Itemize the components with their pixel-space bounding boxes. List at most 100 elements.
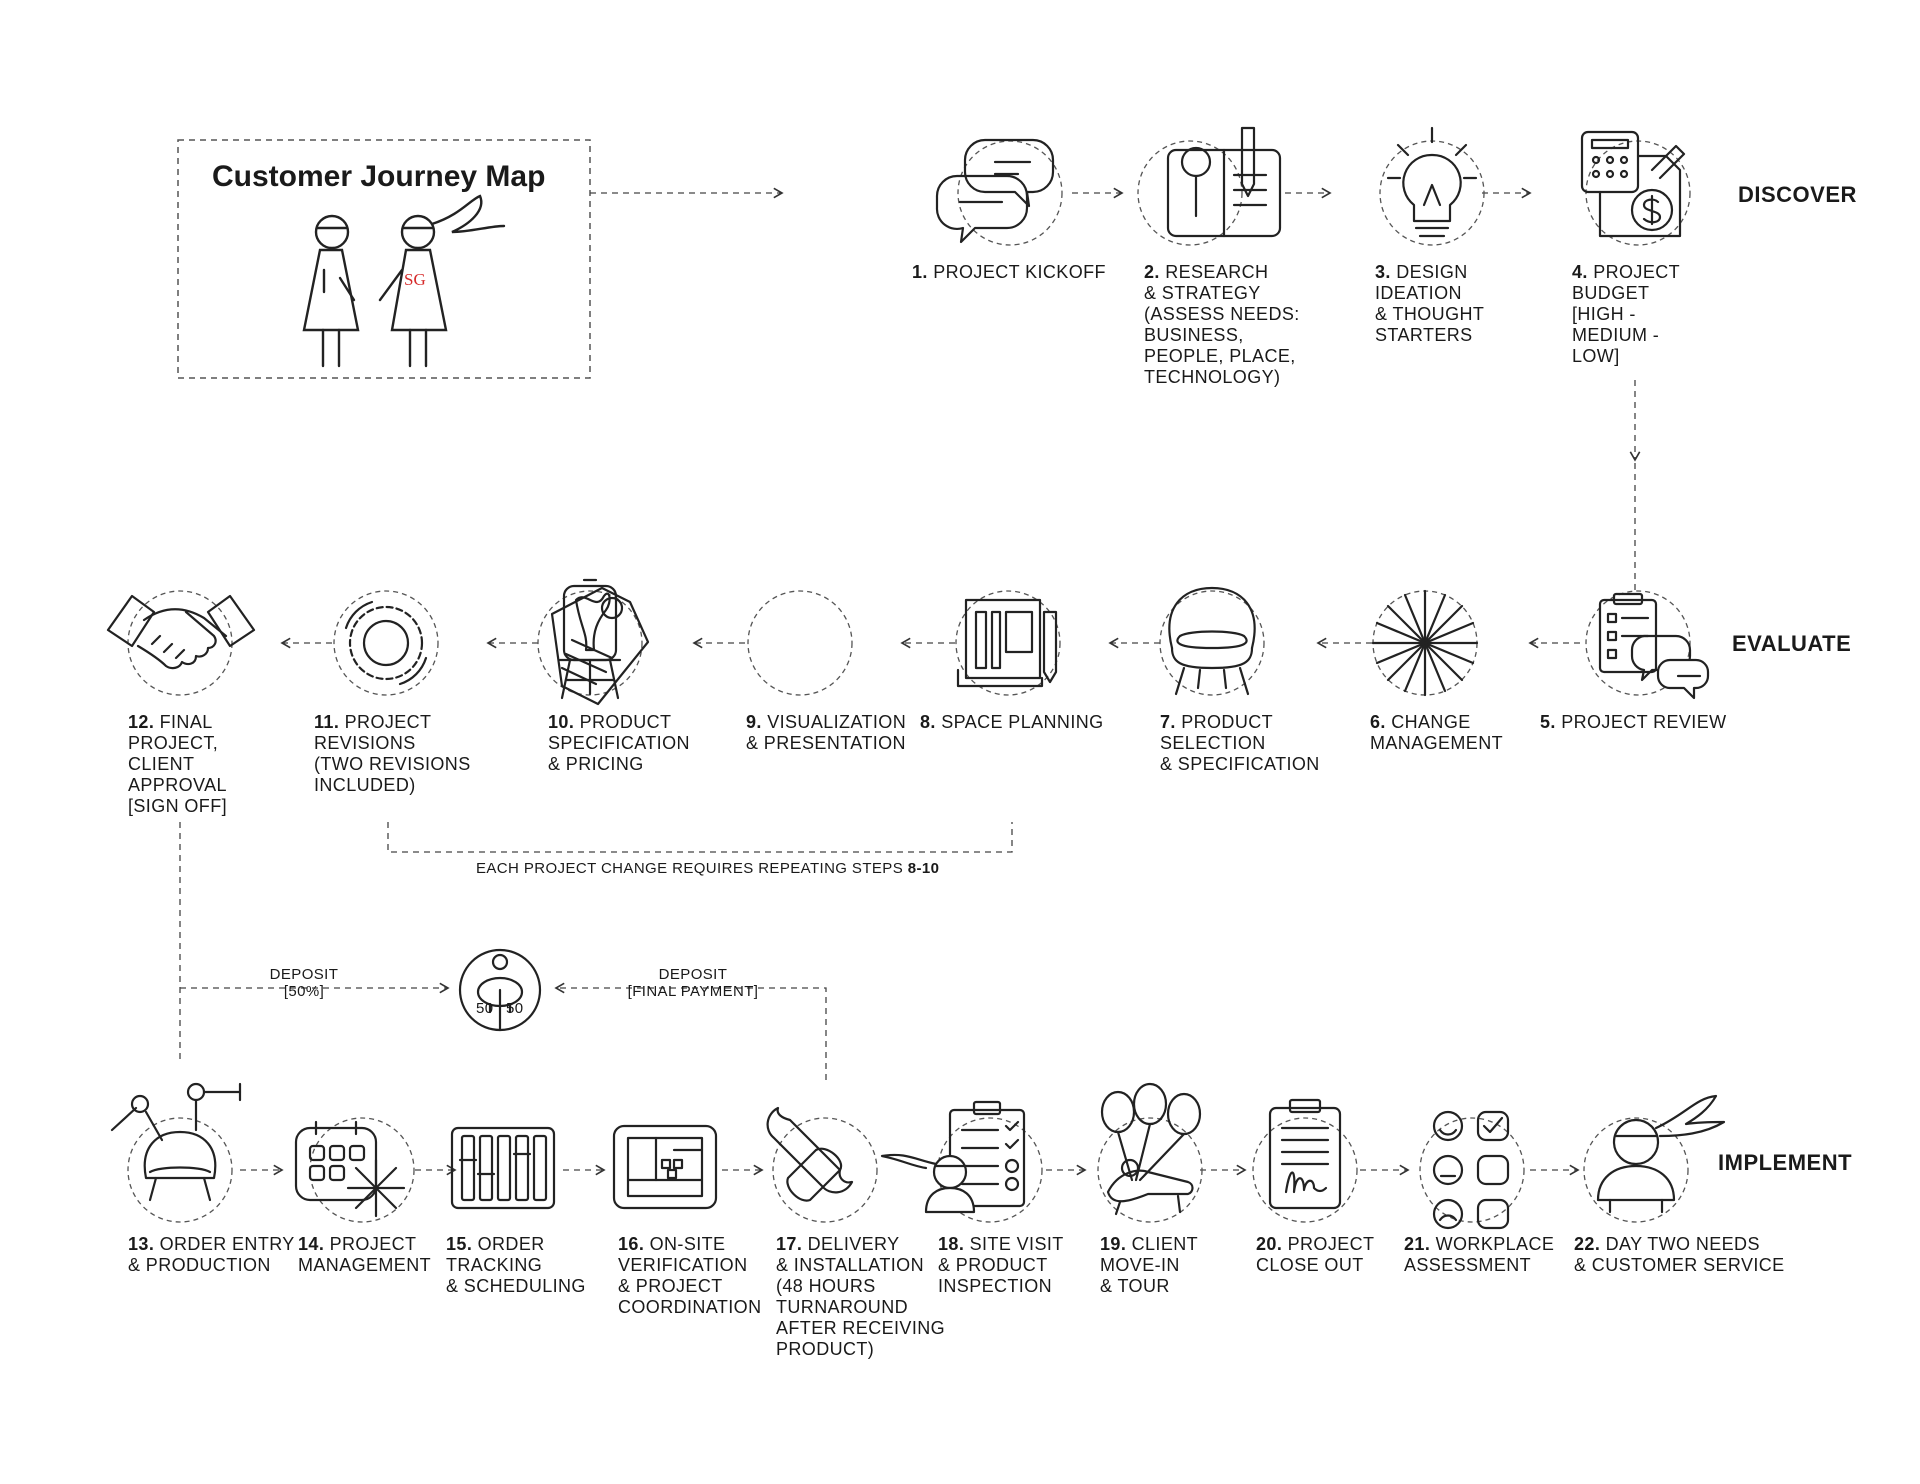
step-label-line: & THOUGHT xyxy=(1375,304,1484,325)
step-label-line: 14. PROJECT xyxy=(298,1234,431,1255)
balloons-lounger-icon xyxy=(1100,1082,1202,1216)
deposit-left-note: DEPOSIT [50%] xyxy=(264,966,344,1000)
step-label-line: [SIGN OFF] xyxy=(128,796,227,817)
step-label-line: 1. PROJECT KICKOFF xyxy=(912,262,1106,283)
step-text: ORDER xyxy=(477,1234,545,1254)
step-text: CHANGE xyxy=(1391,712,1471,732)
step-number: 6. xyxy=(1370,712,1392,732)
step-text: MANAGEMENT xyxy=(298,1255,432,1275)
step-label-22: 22. DAY TWO NEEDS& CUSTOMER SERVICE xyxy=(1574,1234,1785,1276)
step-text: [SIGN OFF] xyxy=(128,796,228,816)
step-text: & SCHEDULING xyxy=(446,1276,586,1296)
title-box xyxy=(177,139,591,379)
step-label-line: 21. WORKPLACE xyxy=(1404,1234,1554,1255)
step-label-line: & TOUR xyxy=(1100,1276,1198,1297)
contract-signature-icon xyxy=(1268,1098,1342,1210)
step-label-line: PEOPLE, PLACE, xyxy=(1144,346,1300,367)
step-text: & SPECIFICATION xyxy=(1160,754,1320,774)
step-number: 9. xyxy=(746,712,768,732)
step-label-line: MEDIUM - xyxy=(1572,325,1680,346)
step-text: WORKPLACE xyxy=(1435,1234,1555,1254)
lightbulb-icon xyxy=(1386,126,1478,238)
step-label-line: STARTERS xyxy=(1375,325,1484,346)
step-number: 3. xyxy=(1375,262,1397,282)
step-text: PRODUCT) xyxy=(776,1339,875,1359)
step-label-line: VERIFICATION xyxy=(618,1255,761,1276)
phase-evaluate: EVALUATE xyxy=(1732,631,1852,656)
step-text: MEDIUM - xyxy=(1572,325,1660,345)
step-number: 20. xyxy=(1256,1234,1288,1254)
step-number: 18. xyxy=(938,1234,970,1254)
step-text: CLOSE OUT xyxy=(1256,1255,1364,1275)
robot-arm-chair-icon xyxy=(110,1082,242,1202)
step-label-line: IDEATION xyxy=(1375,283,1484,304)
step-text: PEOPLE, PLACE, xyxy=(1144,346,1296,366)
chat-bubbles-icon xyxy=(935,138,1055,244)
connectors xyxy=(179,187,1641,1176)
step-label-line: & CUSTOMER SERVICE xyxy=(1574,1255,1785,1276)
repeat-note-steps: 8-10 xyxy=(907,860,940,877)
step-number: 19. xyxy=(1100,1234,1132,1254)
step-text: PROJECT xyxy=(1287,1234,1375,1254)
step-label-line: (TWO REVISIONS xyxy=(314,754,471,775)
step-label-line: REVISIONS xyxy=(314,733,471,754)
step-label-line: INSPECTION xyxy=(938,1276,1064,1297)
step-label-line: (48 HOURS xyxy=(776,1276,945,1297)
step-label-line: CLIENT xyxy=(128,754,227,775)
step-label-line: TURNAROUND xyxy=(776,1297,945,1318)
lounge-chair-icon xyxy=(1168,586,1256,696)
step-label-line: 3. DESIGN xyxy=(1375,262,1484,283)
deposit-right-line2: [FINAL PAYMENT] xyxy=(627,983,759,1000)
step-text: ON-SITE xyxy=(649,1234,726,1254)
step-text: APPROVAL xyxy=(128,775,227,795)
step-label-line: 5. PROJECT REVIEW xyxy=(1540,712,1727,733)
step-label-line: 9. VISUALIZATION xyxy=(746,712,906,733)
step-text: & PRODUCTION xyxy=(128,1255,271,1275)
step-text: (48 HOURS xyxy=(776,1276,876,1296)
step-text: PRODUCT xyxy=(1181,712,1274,732)
step-text: SPACE PLANNING xyxy=(941,712,1104,732)
step-text: SITE VISIT xyxy=(969,1234,1064,1254)
calendar-icon xyxy=(294,1120,406,1218)
step-text: PROJECT KICKOFF xyxy=(933,262,1106,282)
step-text: SELECTION xyxy=(1160,733,1266,753)
calculator-budget-icon xyxy=(1580,130,1686,238)
step-label-line: 8. SPACE PLANNING xyxy=(920,712,1104,733)
site-plan-icon xyxy=(612,1124,718,1210)
step-text: VERIFICATION xyxy=(618,1255,748,1275)
step-text: & PRESENTATION xyxy=(746,733,906,753)
step-number: 13. xyxy=(128,1234,160,1254)
deposit-left-line1: DEPOSIT xyxy=(269,966,339,983)
step-text: PROJECT, xyxy=(128,733,219,753)
step-label-line: BUSINESS, xyxy=(1144,325,1300,346)
step-text: TECHNOLOGY) xyxy=(1144,367,1281,387)
step-label-line: & SCHEDULING xyxy=(446,1276,586,1297)
step-text: & PRICING xyxy=(548,754,644,774)
step-number: 7. xyxy=(1160,712,1182,732)
step-text: VISUALIZATION xyxy=(767,712,907,732)
step-text: CLIENT xyxy=(1131,1234,1199,1254)
step-label-line: 7. PRODUCT xyxy=(1160,712,1320,733)
step-text: MANAGEMENT xyxy=(1370,733,1504,753)
step-text: ASSESSMENT xyxy=(1404,1255,1532,1275)
step-text: DESIGN xyxy=(1396,262,1468,282)
step-label-1: 1. PROJECT KICKOFF xyxy=(912,262,1106,283)
step-label-line: PRODUCT) xyxy=(776,1339,945,1360)
step-label-line: 6. CHANGE xyxy=(1370,712,1503,733)
piggy-left-value: 50 xyxy=(476,1000,494,1017)
step-label-line: [HIGH - xyxy=(1572,304,1680,325)
step-label-line: TRACKING xyxy=(446,1255,586,1276)
step-label-line: 17. DELIVERY xyxy=(776,1234,945,1255)
step-label-line: 18. SITE VISIT xyxy=(938,1234,1064,1255)
wrench-icon xyxy=(766,1106,854,1202)
